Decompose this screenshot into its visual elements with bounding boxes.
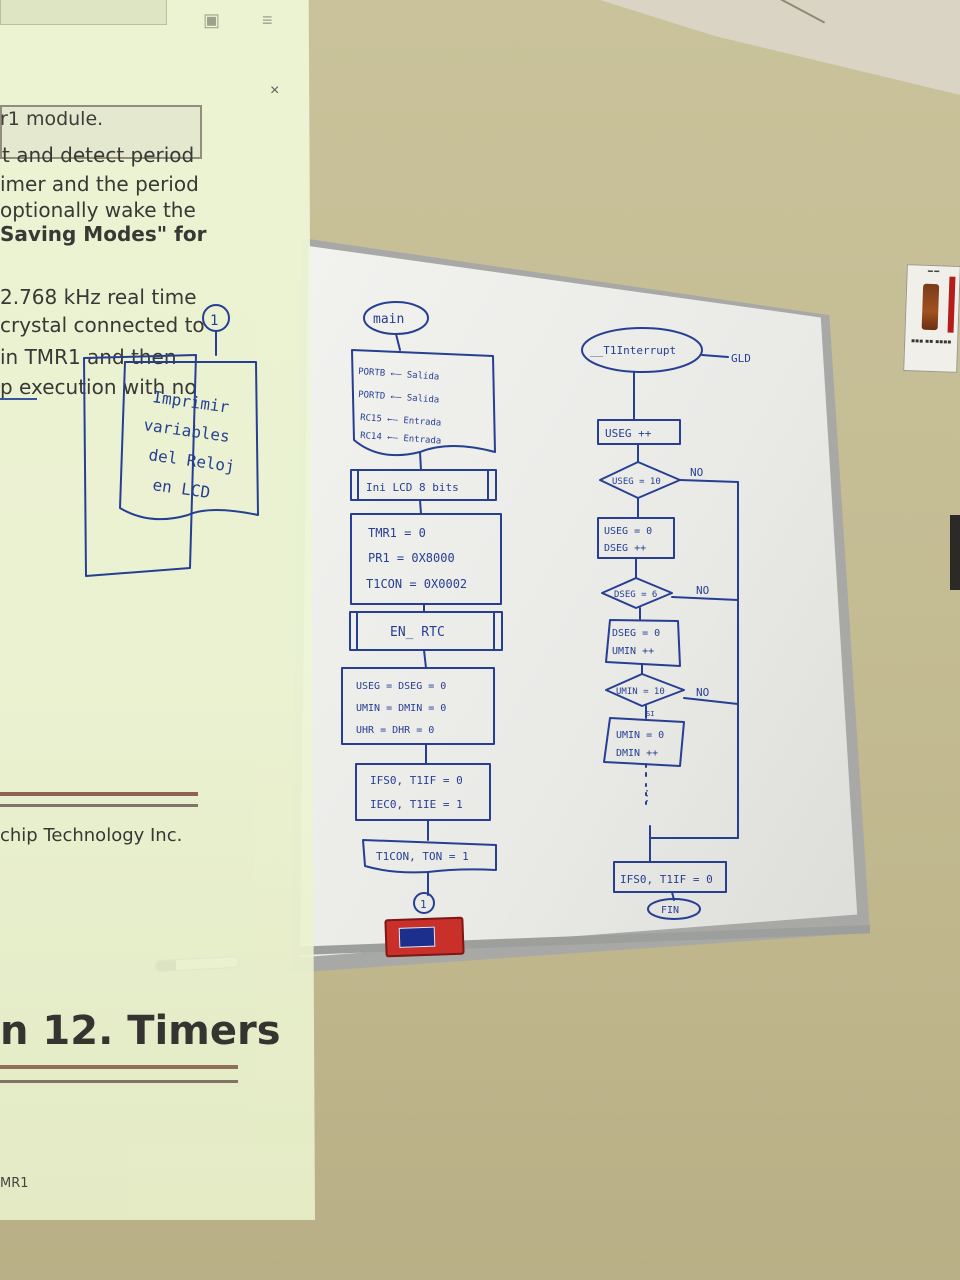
interrupt-tag: GLD — [731, 352, 751, 365]
main-io-line: PORTB ←— Salida — [358, 367, 440, 383]
tmr-line: TMR1 = 0 — [368, 526, 426, 540]
counters-box — [341, 667, 495, 745]
note-document-shape — [119, 361, 259, 521]
note-flowchart — [83, 304, 259, 577]
tmr-line: T1CON = 0X0002 — [366, 577, 467, 591]
counter-line: UHR = DHR = 0 — [356, 725, 434, 736]
tmr-line: PR1 = 0X8000 — [368, 551, 455, 565]
close-icon: × — [270, 82, 280, 99]
main-io-line: PORTD ←— Salida — [358, 390, 440, 406]
main-io-line: RC14 ←— Entrada — [360, 431, 442, 447]
flag-line: IFS0, T1IF = 0 — [370, 774, 463, 787]
ink-underline — [0, 398, 37, 400]
register-label: MR1 — [0, 1176, 29, 1191]
chapter-rule — [0, 1065, 238, 1069]
projected-document: ▣ ≡ × r1 module. t and detect period ime… — [0, 0, 315, 1220]
save-icon: ▣ — [203, 10, 221, 30]
main-flowchart — [341, 301, 503, 914]
continuation-dots: ⋮ — [640, 788, 654, 804]
fin-terminal — [647, 898, 701, 920]
clear-flag-label: IFS0, T1IF = 0 — [620, 873, 713, 886]
umin-inc-label: UMIN ++ — [612, 646, 654, 657]
module-heading-box — [0, 105, 202, 159]
dmin-inc-label: DMIN ++ — [616, 748, 658, 759]
doc-line: Saving Modes" for — [0, 222, 207, 246]
chapter-title: n 12. Timers — [0, 1008, 281, 1054]
clear-flag-box — [613, 861, 727, 893]
main-io-line: RC15 ←— Entrada — [360, 413, 442, 429]
yes-label: SI — [646, 710, 654, 718]
umin-reset-box — [603, 717, 685, 767]
section-rule — [0, 804, 198, 807]
umin-reset-label: UMIN = 0 — [616, 730, 664, 741]
note-text: variables — [142, 415, 231, 446]
doc-line: crystal connected to — [0, 313, 205, 337]
no-label: NO — [696, 686, 709, 699]
init-lcd-box — [350, 469, 497, 501]
module-heading: r1 module. — [0, 108, 104, 130]
main-end-connector — [413, 892, 435, 914]
tmr-box — [350, 513, 502, 605]
chapter-rule — [0, 1080, 238, 1083]
dseg-reset-box — [605, 619, 681, 667]
useg-decision-label: USEG = 10 — [612, 477, 661, 487]
counter-line: UMIN = DMIN = 0 — [356, 703, 446, 714]
umin-decision — [605, 673, 685, 707]
whiteboard — [300, 246, 858, 958]
settings-icon: ≡ — [262, 10, 273, 30]
doc-line: t and detect period — [2, 143, 195, 167]
ton-label: T1CON, TON = 1 — [376, 850, 469, 863]
copyright-footer: chip Technology Inc. — [0, 825, 183, 846]
note-back-box — [83, 354, 197, 577]
init-lcd-label: Ini LCD 8 bits — [366, 481, 459, 494]
fin-label: FIN — [661, 905, 679, 916]
note-text: Imprimir — [151, 387, 230, 417]
no-label: NO — [690, 466, 703, 479]
section-rule — [0, 792, 198, 796]
doc-line: 2.768 kHz real time — [0, 285, 197, 309]
counter-line: USEG = DSEG = 0 — [356, 681, 446, 692]
main-end-label: 1 — [420, 898, 427, 911]
note-connector-label: 1 — [210, 313, 218, 329]
umin-decision-label: UMIN = 10 — [616, 687, 665, 697]
interrupt-flowchart — [581, 327, 739, 920]
no-label: NO — [696, 584, 709, 597]
interrupt-title: __T1Interrupt — [590, 344, 676, 357]
document-tab — [0, 0, 167, 25]
doc-line: p execution with no — [0, 375, 197, 399]
flag-line: IEC0, T1IE = 1 — [370, 798, 463, 811]
useg-inc-label: USEG ++ — [605, 427, 652, 440]
dseg-reset-label: DSEG = 0 — [612, 628, 660, 639]
rtc-label: EN_ RTC — [390, 625, 445, 640]
doc-line: optionally wake the — [0, 198, 196, 222]
interrupt-terminal — [581, 327, 703, 373]
dseg-decision — [601, 577, 673, 609]
doc-line: imer and the period — [0, 172, 199, 196]
flags-box — [355, 763, 491, 821]
useg-reset-label: USEG = 0 — [604, 526, 652, 537]
main-title: main — [373, 312, 404, 327]
dseg-decision-label: DSEG = 6 — [614, 590, 657, 600]
rtc-box — [349, 611, 503, 651]
note-text: del Reloj — [147, 445, 236, 476]
note-text: en LCD — [151, 475, 211, 502]
dseg-inc-label: DSEG ++ — [604, 543, 646, 554]
door-frame — [950, 515, 960, 590]
